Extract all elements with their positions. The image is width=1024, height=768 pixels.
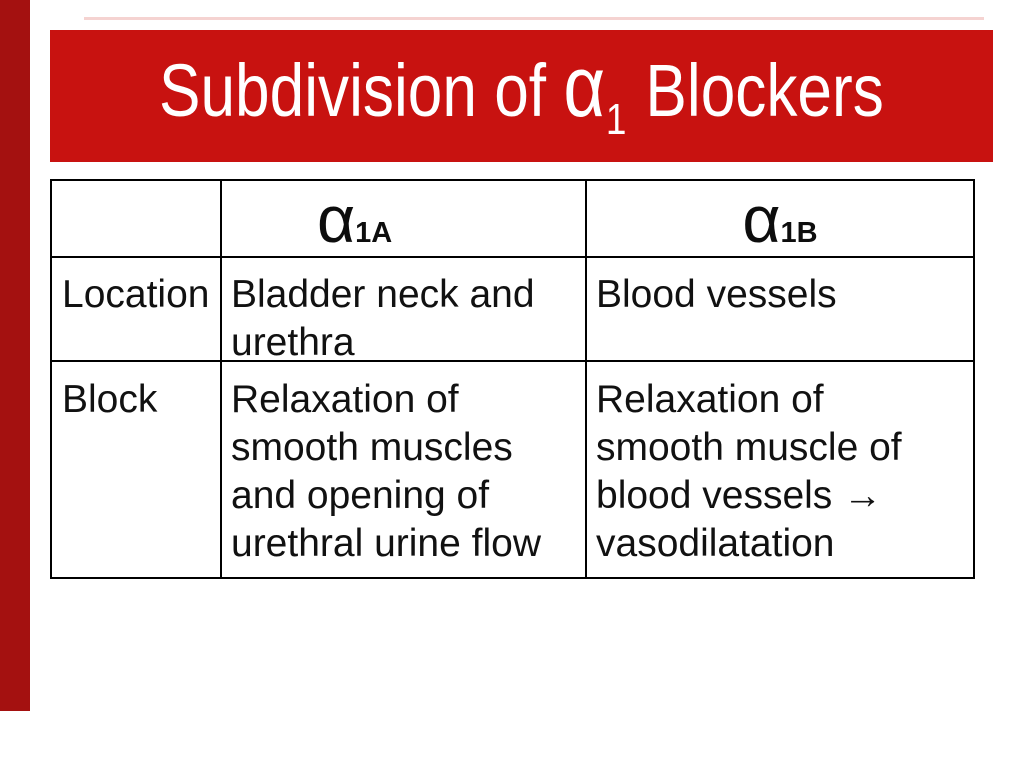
alpha-subscript-1a: 1A	[355, 217, 393, 249]
cell-location-alpha-1a: Bladder neck and urethra	[222, 258, 587, 362]
title-text-prefix: Subdivision of	[159, 48, 564, 132]
banner-top-highlight	[84, 17, 984, 20]
title-text-suffix: Blockers	[628, 48, 884, 132]
row-label-location: Location	[52, 258, 222, 362]
alpha-symbol: α	[563, 38, 606, 135]
cell-block-alpha-1b: Relaxation of smooth muscle of blood ves…	[596, 378, 902, 565]
slide-title: Subdivision of α1 Blockers	[159, 41, 884, 152]
title-banner: Subdivision of α1 Blockers	[50, 30, 993, 162]
table-corner-cell	[52, 181, 222, 258]
left-accent-bar	[0, 0, 30, 711]
row-label-block: Block	[52, 362, 222, 577]
cell-location-alpha-1b: Blood vessels	[587, 258, 973, 362]
cell-block-alpha-1a: Relaxation of smooth muscles and opening…	[222, 362, 587, 577]
alpha-subscript-1: 1	[606, 94, 627, 144]
alpha-subscript-1b: 1B	[780, 217, 818, 249]
